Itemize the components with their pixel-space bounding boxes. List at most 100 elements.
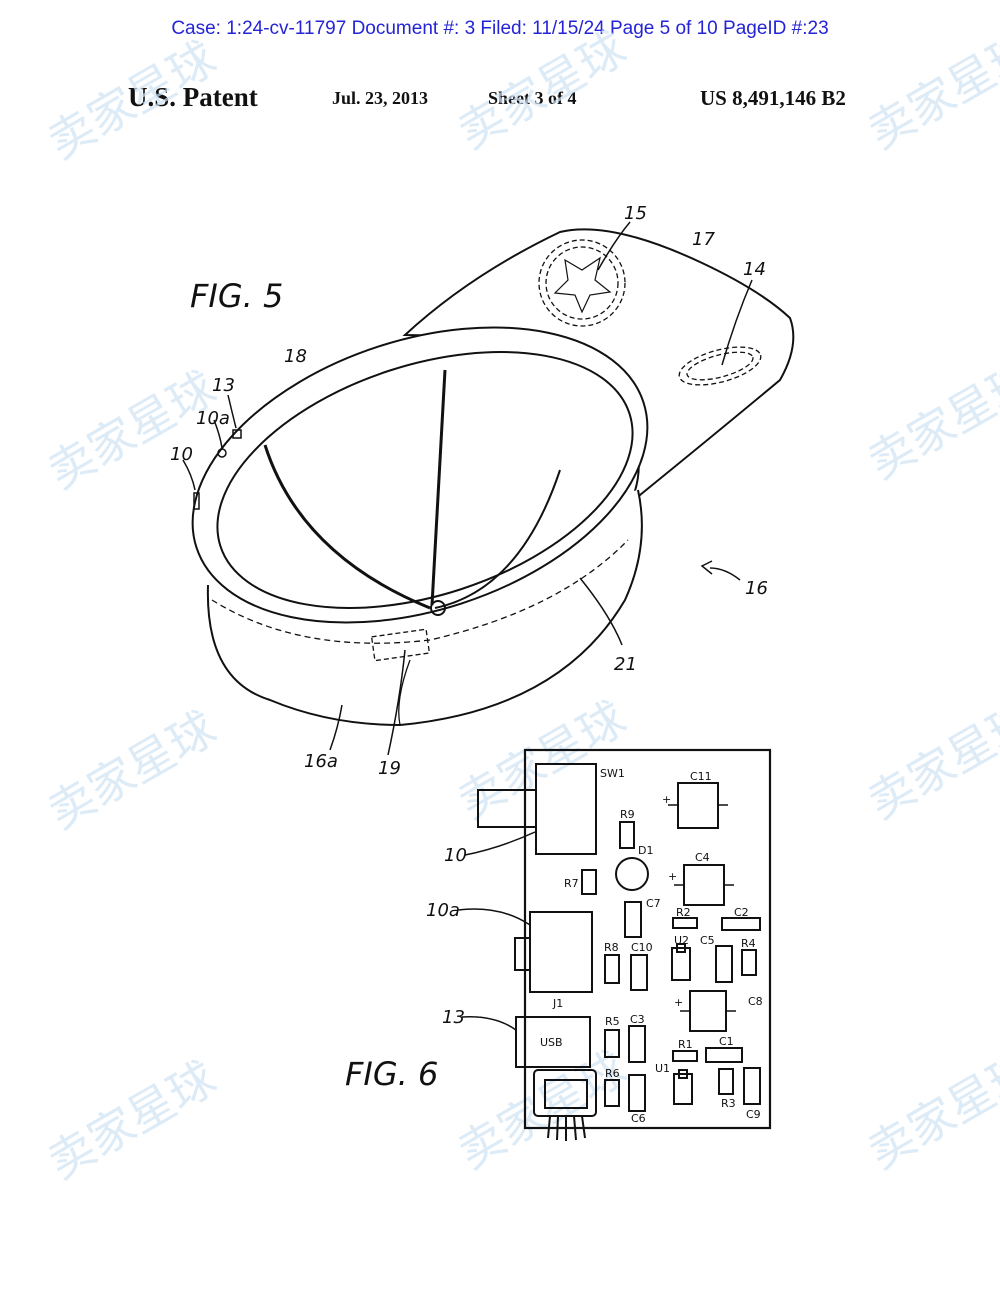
- fig5-cap-drawing: [182, 221, 795, 756]
- label-18: 18: [284, 346, 307, 367]
- label-19: 19: [378, 758, 401, 779]
- element-14-outer: [678, 346, 762, 386]
- label-plus-c8: +: [674, 996, 683, 1009]
- speaker-15-outer: [538, 239, 626, 327]
- label-r1: R1: [678, 1038, 693, 1051]
- c7-body: [624, 901, 642, 938]
- label-r4: R4: [741, 937, 756, 950]
- leader-15: [597, 221, 631, 271]
- label-patch-19: [370, 628, 431, 662]
- label-c11: C11: [690, 770, 712, 783]
- fig5-labels: 15 17 14 18 13 10a 10 16 21 16a 19: [170, 203, 768, 779]
- sheet-number: Sheet 3 of 4: [488, 88, 577, 108]
- watermark: 卖家星球: [859, 351, 1000, 490]
- label-plus-c4: +: [668, 870, 677, 883]
- label-r5: R5: [605, 1015, 620, 1028]
- leader-fig6-13: [461, 1016, 517, 1031]
- fig6-labels: 10 10a 13: [426, 845, 467, 1028]
- c9-body: [743, 1067, 761, 1105]
- u1-body: [673, 1073, 693, 1105]
- label-j1: J1: [552, 997, 563, 1010]
- label-c3: C3: [630, 1013, 645, 1026]
- label-c7: C7: [646, 897, 661, 910]
- u2-body: [671, 947, 691, 981]
- c8-body: [689, 990, 727, 1032]
- label-r6: R6: [605, 1067, 620, 1080]
- r6-body: [604, 1079, 620, 1107]
- label-21: 21: [614, 654, 637, 675]
- d1-body: [615, 857, 649, 891]
- cap-seam-2: [263, 444, 431, 610]
- crown-seam-lower: [398, 659, 411, 726]
- fig6-board-drawing: [457, 748, 772, 1141]
- label-d1: D1: [638, 844, 653, 857]
- jack-10a: [217, 448, 227, 458]
- cap-rim-inner: [216, 351, 634, 609]
- label-u1: U1: [655, 1062, 670, 1075]
- c10-body: [630, 954, 648, 991]
- bottom-connector-inner: [544, 1079, 588, 1109]
- label-16: 16: [745, 578, 768, 599]
- r1-body: [672, 1050, 698, 1062]
- watermark: 卖家星球: [39, 31, 225, 170]
- fig6-component-labels: SW1 C11 R9 D1 C4 R7 C7 R2 C2 U2 C5 R4 R8…: [540, 767, 763, 1125]
- patent-number: US 8,491,146 B2: [700, 86, 846, 110]
- leader-fig6-10: [464, 831, 536, 856]
- u2-notch: [676, 943, 686, 953]
- cap-button: [430, 600, 446, 616]
- leader-fig6-10a: [457, 908, 531, 926]
- leader-16-arrow: [700, 560, 713, 575]
- leader-10a: [213, 419, 223, 449]
- fig6-title: FIG. 6: [345, 1055, 438, 1093]
- cap-seam-3: [434, 469, 561, 609]
- c2-body: [721, 917, 761, 931]
- c6-body: [628, 1074, 646, 1112]
- watermark: 卖家星球: [39, 361, 225, 500]
- watermark: 卖家星球: [449, 21, 635, 160]
- j1-plug: [514, 937, 531, 971]
- leader-19: [387, 649, 406, 756]
- c1-body: [705, 1047, 743, 1063]
- label-c2: C2: [734, 906, 749, 919]
- label-plus-c11: +: [662, 793, 671, 806]
- leader-16a: [329, 704, 343, 751]
- label-13: 13: [212, 375, 235, 396]
- label-u2: U2: [674, 934, 689, 947]
- label-16a: 16a: [304, 751, 338, 772]
- label-sw1: SW1: [600, 767, 625, 780]
- speaker-15-star: [553, 256, 612, 314]
- label-c4: C4: [695, 851, 710, 864]
- switch-10: [193, 492, 200, 510]
- leader-21: [579, 577, 623, 646]
- c4-body: [683, 864, 725, 906]
- r4-body: [741, 949, 757, 976]
- patent-label: U.S. Patent: [128, 82, 258, 112]
- connector-pins: [547, 1115, 586, 1141]
- leader-16: [709, 567, 741, 581]
- cap-rim-outer: [191, 326, 649, 624]
- label-14: 14: [743, 259, 766, 280]
- cap-seam-1: [430, 369, 447, 606]
- r7-body: [581, 869, 597, 895]
- label-10a: 10a: [196, 408, 230, 429]
- case-header: Case: 1:24-cv-11797 Document #: 3 Filed:…: [171, 18, 829, 39]
- j1-body: [529, 911, 593, 993]
- label-fig6-10: 10: [444, 845, 467, 866]
- cap-stitch-line: [211, 539, 629, 644]
- label-c6: C6: [631, 1112, 646, 1125]
- r5-body: [604, 1029, 620, 1058]
- r3-body: [718, 1068, 734, 1095]
- c11-body: [677, 782, 719, 829]
- leader-10: [182, 459, 196, 491]
- u1-notch: [678, 1069, 688, 1079]
- fig5-title: FIG. 5: [190, 277, 283, 315]
- label-c5: C5: [700, 934, 715, 947]
- label-r9: R9: [620, 808, 635, 821]
- leader-13: [227, 394, 237, 429]
- r2-body: [672, 917, 698, 929]
- speaker-15-inner: [545, 246, 619, 320]
- c3-body: [628, 1025, 646, 1063]
- label-fig6-13: 13: [442, 1007, 465, 1028]
- label-17: 17: [692, 229, 715, 250]
- watermark: 卖家星球: [859, 691, 1000, 830]
